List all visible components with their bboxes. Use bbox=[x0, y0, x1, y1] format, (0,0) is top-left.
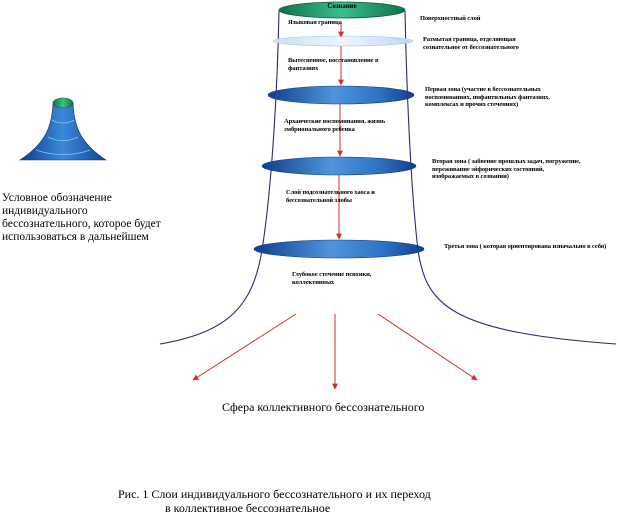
surface-layer-label: Поверхностный слой bbox=[420, 15, 481, 22]
figure-caption-line-1: Рис. 1 Слои индивидуального бессознатель… bbox=[118, 487, 431, 501]
second-zone-ring bbox=[261, 156, 417, 176]
collective-sphere-label: Сфера коллективного бессознательного bbox=[222, 400, 425, 414]
suppressed-layer-label: Слой подсознательного хаоса и бессознате… bbox=[286, 189, 375, 204]
funnel-left-outline bbox=[159, 10, 280, 345]
deep-layer-label: Глубокое стечение психики, коллективных bbox=[292, 271, 372, 286]
boundary-ring bbox=[272, 35, 414, 47]
first-zone-label: Первая зона (участие в бессознательных в… bbox=[425, 86, 550, 108]
language-boundary-label: Языковая граница bbox=[288, 19, 342, 26]
boundary-zone-label: Размытая граница, отделяющая сознательно… bbox=[423, 36, 519, 51]
spread-arrow-left bbox=[192, 313, 297, 381]
third-zone-ring bbox=[253, 239, 425, 259]
repressed-layer-label: Вытесненное, восстановление в фантазиях bbox=[288, 57, 379, 72]
legend-text: Условное обозначение индивидуального бес… bbox=[2, 192, 161, 243]
figure-caption-line-2: в коллективное бессознательное bbox=[165, 501, 331, 515]
archaic-layer-label: Архаические воспоминания, жизнь эмбриона… bbox=[284, 118, 386, 133]
spread-arrow-right bbox=[377, 313, 478, 381]
consciousness-label: Сознание bbox=[327, 2, 357, 10]
second-zone-label: Вторая зона ( забвение прошлых задач, по… bbox=[432, 158, 581, 180]
third-zone-label: Третья зона ( которая ориентирована изна… bbox=[444, 243, 607, 250]
first-zone-ring bbox=[267, 85, 415, 105]
consciousness-cap bbox=[278, 1, 406, 19]
legend-funnel-icon bbox=[18, 97, 108, 161]
